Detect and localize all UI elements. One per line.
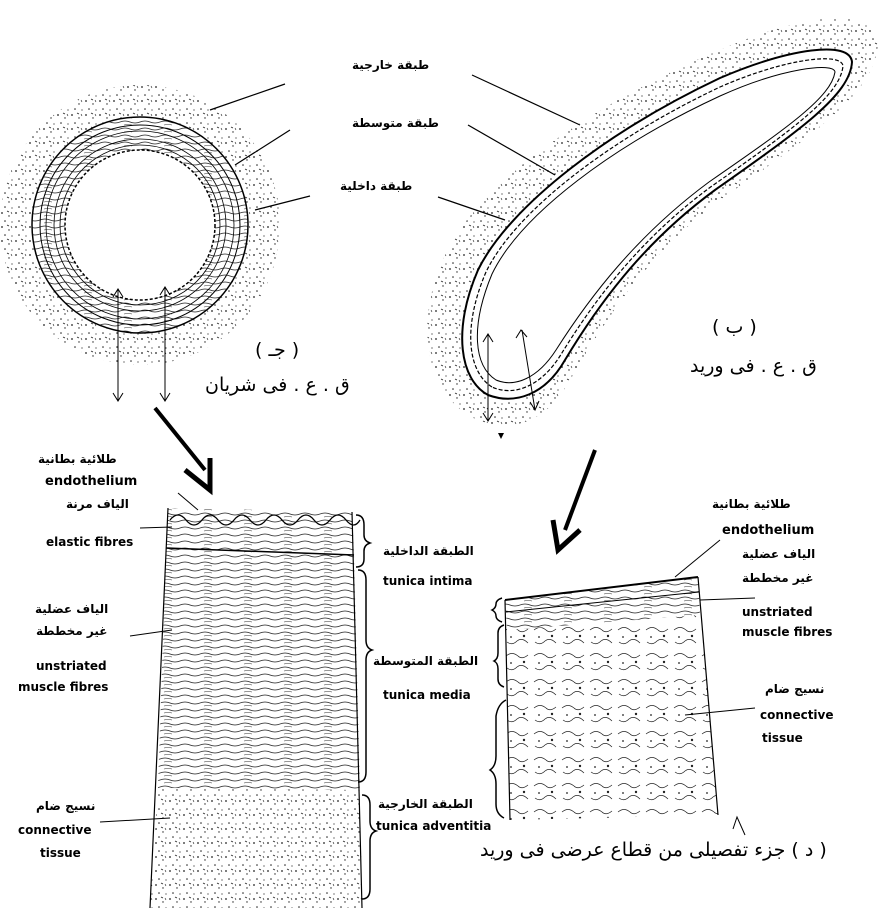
vein-tunic-brackets xyxy=(490,598,506,818)
artery-endothelium-en: endothelium xyxy=(45,475,137,490)
vein-muscle-ar-2: غير مخططة xyxy=(742,572,813,586)
tunica-adventitia-ar: الطبقة الخارجية xyxy=(378,798,473,812)
artery-muscle-en-1: unstriated xyxy=(36,660,107,674)
arrow-to-artery-detail xyxy=(155,408,210,490)
vein-connective-ar: نسيج ضام xyxy=(765,683,824,697)
artery-muscle-ar-2: غير مخططة xyxy=(36,625,107,639)
artery-elastic-ar: الياف مرنة xyxy=(66,498,129,512)
artery-endothelium-ar: طلائية بطانية xyxy=(38,453,117,467)
vein-outer-layer-label: طبقة خارجية xyxy=(352,59,429,73)
vein-cross-caption: ق . ع . فى وريد xyxy=(690,356,817,378)
vein-detail-caption: ( د ) جزء تفصيلى من قطاع عرضى فى وريد xyxy=(480,840,827,862)
vein-endothelium-en: endothelium xyxy=(722,524,814,539)
artery-wall-detail xyxy=(150,508,362,908)
artery-muscle-ar-1: الياف عضلية xyxy=(35,603,108,617)
vein-endothelium-ar: طلائية بطانية xyxy=(712,498,791,512)
vein-connective-en-2: tissue xyxy=(762,732,803,746)
artery-connective-ar: نسيج ضام xyxy=(36,800,95,814)
vein-muscle-en-2: muscle fibres xyxy=(742,626,832,640)
vein-connective-en-1: connective xyxy=(760,709,834,723)
artery-cross-section xyxy=(0,85,280,401)
vein-middle-layer-label: طبقة متوسطة xyxy=(352,117,439,131)
artery-cross-caption: ق . ع . فى شريان xyxy=(205,375,350,397)
vein-letter: ( ب ) xyxy=(712,317,757,339)
tunica-media-ar: الطبقة المتوسطة xyxy=(373,655,478,669)
vein-wall-detail xyxy=(505,577,718,820)
tunica-intima-ar: الطبقة الداخلية xyxy=(383,545,474,559)
tunica-intima-en: tunica intima xyxy=(383,575,472,589)
artery-connective-en-1: connective xyxy=(18,824,92,838)
arrow-to-vein-detail xyxy=(498,433,595,550)
artery-connective-en-2: tissue xyxy=(40,847,81,861)
vein-muscle-ar-1: الياف عضلية xyxy=(742,548,815,562)
artery-muscle-en-2: muscle fibres xyxy=(18,681,108,695)
tunica-media-en: tunica media xyxy=(383,689,471,703)
vein-muscle-en-1: unstriated xyxy=(742,606,813,620)
artery-elastic-en: elastic fibres xyxy=(46,536,133,550)
artery-letter: ( جـ ) xyxy=(255,340,299,362)
vein-inner-layer-label: طبقة داخلية xyxy=(340,180,412,194)
tunica-adventitia-en: tunica adventitia xyxy=(376,820,491,834)
